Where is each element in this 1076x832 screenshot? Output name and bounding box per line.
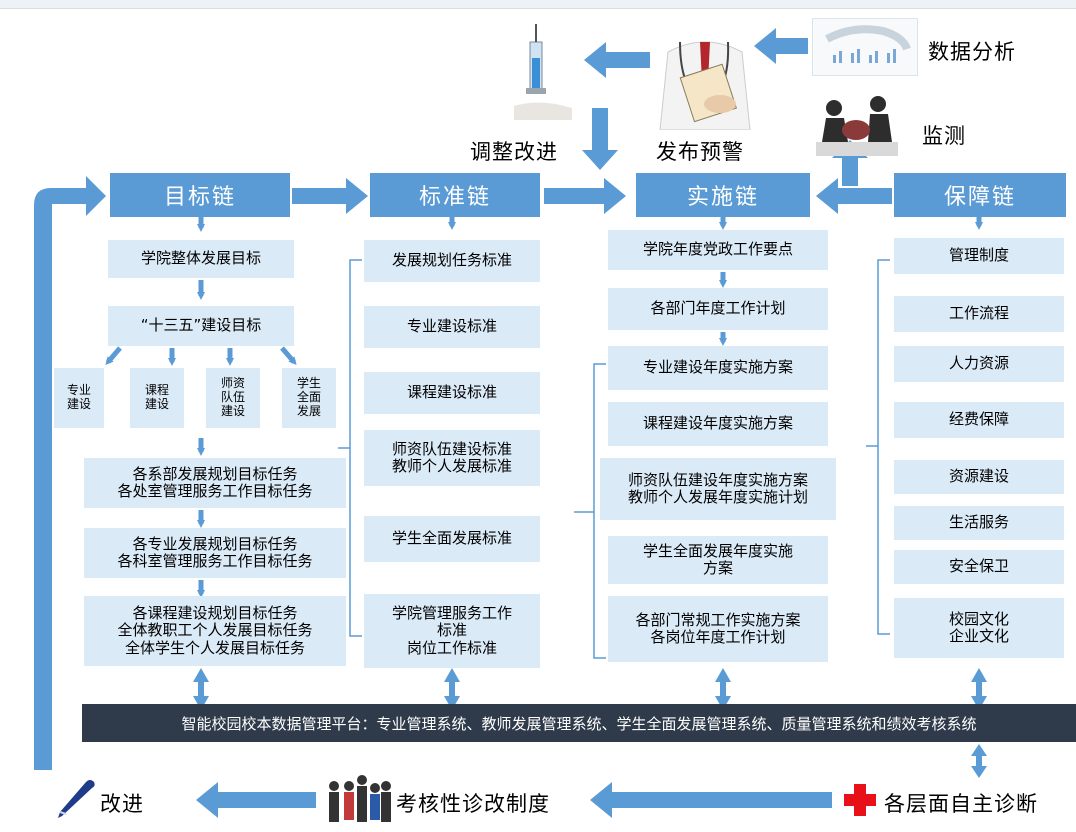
guarantee-item-1: 管理制度 [894, 238, 1064, 274]
goal-task-course: 各课程建设规划目标任务 全体教职工个人发展目标任务 全体学生个人发展目标任务 [84, 596, 346, 666]
arrow-standard-to-implementation [544, 178, 626, 214]
impl-item-5: 师资队伍建设年度实施方案 教师个人发展年度实施计划 [600, 458, 836, 520]
dbl-arrow-platform-down [971, 744, 987, 778]
guarantee-item-2: 工作流程 [894, 296, 1064, 332]
arrow-to-injection [584, 42, 650, 78]
standard-item-2: 专业建设标准 [364, 306, 540, 348]
improve-label: 改进 [100, 792, 144, 816]
issue-warning-label: 发布预警 [656, 140, 744, 164]
goal-sub-major: 专业 建设 [54, 368, 104, 428]
arrow-goal-to-standard [292, 178, 368, 214]
chain-header-implementation: 实施链 [636, 173, 810, 217]
impl-item-6: 学生全面发展年度实施 方案 [608, 536, 828, 584]
doctor-icon [650, 12, 760, 130]
impl-item-3: 专业建设年度实施方案 [608, 346, 828, 390]
window-top-strip [0, 0, 1076, 9]
guarantee-item-8: 校园文化 企业文化 [894, 598, 1064, 658]
adjust-improve-label: 调整改进 [470, 140, 558, 164]
loop-arrow [34, 176, 106, 770]
data-analysis-icon [812, 18, 918, 76]
chain-header-standard: 标准链 [370, 173, 540, 217]
goal-sub-faculty: 师资 队伍 建设 [206, 368, 260, 428]
platform-bar: 智能校园校本数据管理平台：专业管理系统、教师发展管理系统、学生全面发展管理系统、… [82, 704, 1076, 742]
impl-item-2: 各部门年度工作计划 [608, 288, 828, 330]
standard-item-3: 课程建设标准 [364, 372, 540, 414]
goal-task-dept: 各系部发展规划目标任务 各处室管理服务工作目标任务 [84, 458, 346, 508]
goal-135-box: “十三五”建设目标 [108, 306, 294, 346]
guarantee-item-7: 安全保卫 [894, 550, 1064, 584]
red-cross-icon [842, 782, 878, 818]
goal-connectors [105, 216, 983, 598]
dbl-arrow-goal [193, 668, 209, 710]
arrow-guarantee-to-implementation [816, 178, 892, 214]
impl-item-1: 学院年度党政工作要点 [608, 230, 828, 270]
dbl-arrow-guarantee [971, 668, 987, 710]
arrow-from-data-analysis [754, 28, 808, 64]
arrow-bottom-right [590, 782, 832, 818]
arrow-bottom-left [196, 782, 316, 818]
guarantee-item-6: 生活服务 [894, 506, 1064, 540]
brackets [338, 259, 890, 659]
self-diagnosis-label: 各层面自主诊断 [884, 792, 1038, 816]
impl-item-4: 课程建设年度实施方案 [608, 402, 828, 446]
standard-item-5: 学生全面发展标准 [364, 516, 540, 562]
standard-item-1: 发展规划任务标准 [364, 240, 540, 282]
guarantee-item-5: 资源建设 [894, 460, 1064, 494]
goal-sub-student: 学生 全面 发展 [282, 368, 336, 428]
guarantee-item-4: 经费保障 [894, 402, 1064, 438]
arrow-down-adjust [582, 108, 618, 170]
people-icon [322, 772, 400, 828]
assessment-label: 考核性诊改制度 [396, 792, 550, 816]
chain-header-guarantee: 保障链 [894, 173, 1066, 217]
goal-sub-course: 课程 建设 [130, 368, 184, 428]
dbl-arrow-implementation [715, 668, 731, 710]
impl-item-7: 各部门常规工作实施方案 各岗位年度工作计划 [608, 596, 828, 662]
dbl-arrow-standard [444, 668, 460, 710]
guarantee-item-3: 人力资源 [894, 346, 1064, 382]
data-analysis-label: 数据分析 [928, 40, 1016, 64]
chain-header-goal: 目标链 [110, 173, 290, 217]
standard-item-4: 师资队伍建设标准 教师个人发展标准 [364, 430, 540, 486]
monitoring-label: 监测 [922, 124, 966, 148]
monitoring-icon [816, 92, 898, 156]
goal-task-major: 各专业发展规划目标任务 各科室管理服务工作目标任务 [84, 528, 346, 578]
goal-overall-box: 学院整体发展目标 [108, 240, 294, 278]
standard-item-6: 学院管理服务工作 标准 岗位工作标准 [364, 594, 540, 668]
pen-icon [54, 776, 98, 820]
syringe-icon [510, 22, 580, 122]
